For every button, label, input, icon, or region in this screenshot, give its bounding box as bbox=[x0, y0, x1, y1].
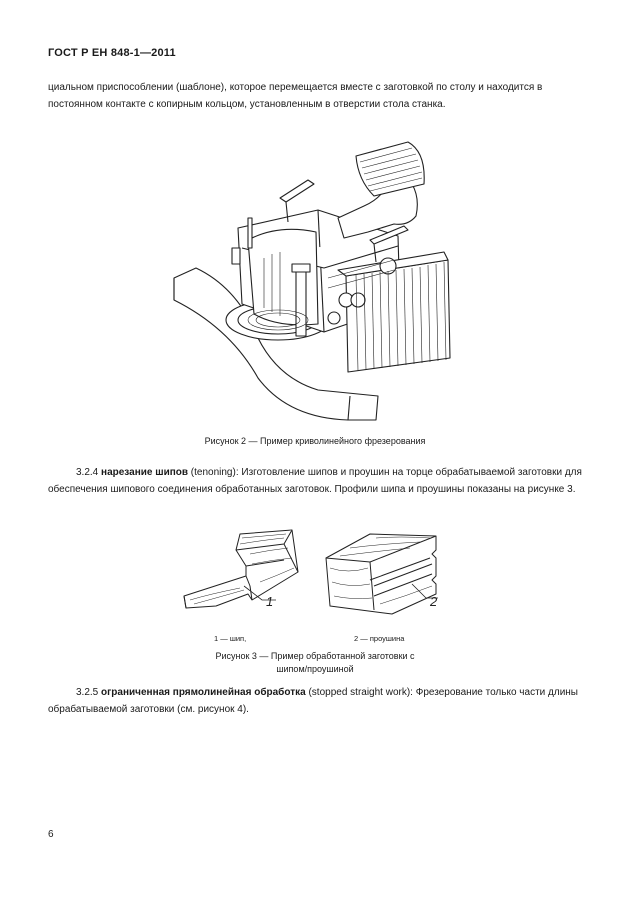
figure-2-illustration bbox=[173, 141, 451, 421]
section-number: 3.2.4 bbox=[76, 467, 99, 478]
definition-text: Изготовление шипов и проушин на торце об… bbox=[48, 467, 582, 495]
figure-2-caption: Рисунок 2 — Пример криволинейного фрезер… bbox=[204, 436, 426, 446]
term-english: (tenoning): bbox=[190, 467, 239, 478]
figure-3-legend-1: 1 — шип, bbox=[214, 634, 247, 643]
section-number: 3.2.5 bbox=[76, 687, 99, 698]
figure-3-caption-line1: Рисунок 3 — Пример обработанной заготовк… bbox=[215, 651, 415, 661]
figure-3-illustration: 1 2 bbox=[183, 529, 438, 615]
term-english: (stopped straight work): bbox=[308, 687, 413, 698]
figure-3-legend-2: 2 — проушина bbox=[354, 634, 405, 643]
figure-3-label-2: 2 bbox=[429, 594, 438, 609]
document-header: ГОСТ Р ЕН 848-1—2011 bbox=[48, 47, 176, 59]
figure-3-caption: Рисунок 3 — Пример обработанной заготовк… bbox=[200, 650, 430, 676]
term: ограниченная прямолинейная обработка bbox=[101, 687, 306, 698]
figure-3-caption-line2: шипом/проушиной bbox=[276, 664, 354, 674]
paragraph-continuation: циальном приспособлении (шаблоне), котор… bbox=[48, 82, 543, 110]
page-number: 6 bbox=[48, 829, 54, 840]
figure-3-label-1: 1 bbox=[266, 594, 273, 609]
section-3-2-4: 3.2.4 нарезание шипов (tenoning): Изгото… bbox=[48, 464, 583, 498]
term: нарезание шипов bbox=[101, 467, 189, 478]
section-3-2-5: 3.2.5 ограниченная прямолинейная обработ… bbox=[48, 684, 583, 718]
definition-text: Фрезерование только части длины обрабаты… bbox=[48, 687, 578, 715]
